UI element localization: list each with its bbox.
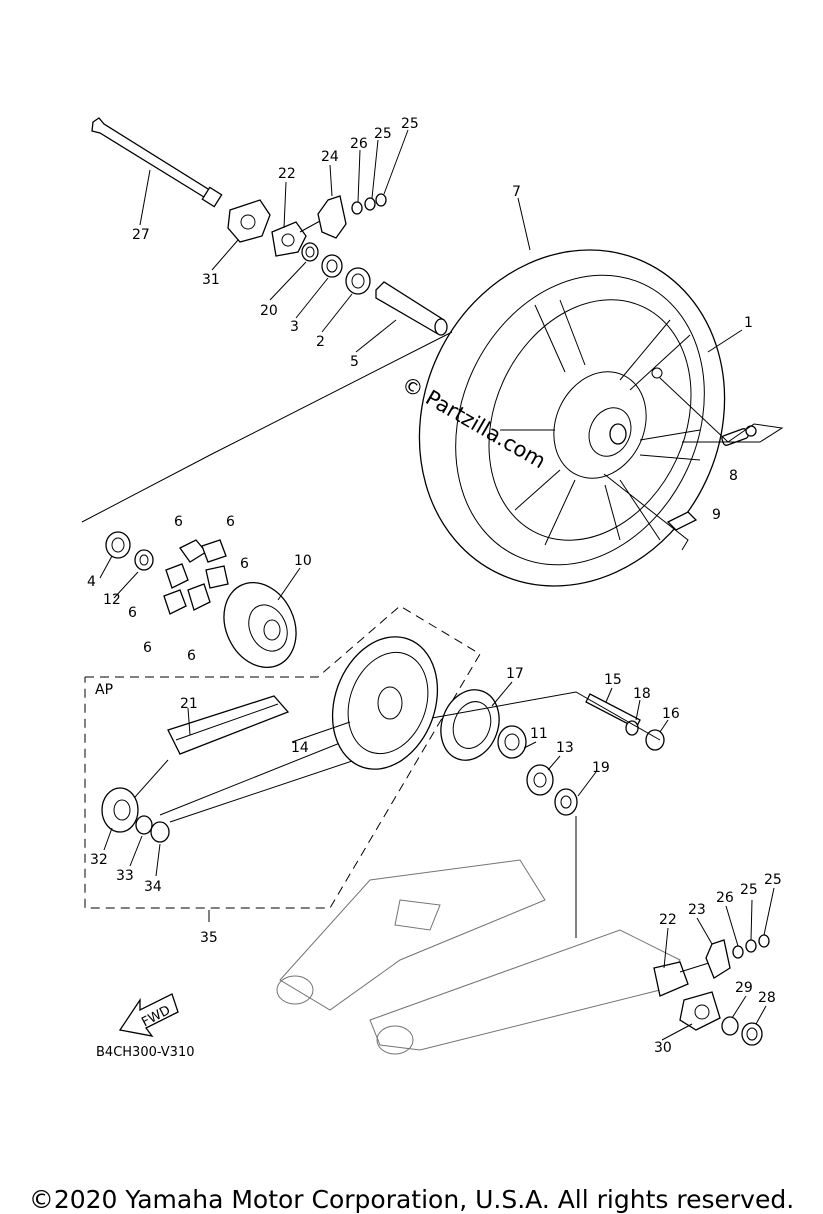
callout-16[interactable]: 16	[662, 706, 680, 722]
nut-25b[interactable]	[375, 193, 387, 207]
callout-6[interactable]: 6	[226, 514, 235, 530]
axle-spacer-5[interactable]	[375, 281, 448, 336]
rear-axle[interactable]	[91, 117, 223, 208]
axle-collar-22b[interactable]	[653, 961, 713, 997]
bearing-4[interactable]	[105, 531, 131, 559]
callout-28[interactable]: 28	[758, 990, 776, 1006]
bearing-2[interactable]	[345, 267, 371, 295]
callout-31[interactable]: 31	[202, 272, 220, 288]
callout-3[interactable]: 3	[290, 319, 299, 335]
washer-26[interactable]	[351, 201, 363, 215]
oil-seal-20[interactable]	[301, 242, 319, 262]
adjuster-block-30[interactable]	[679, 991, 721, 1031]
callout-14[interactable]: 14	[291, 740, 309, 756]
callout-20[interactable]: 20	[260, 303, 278, 319]
axle-nut-28[interactable]	[741, 1022, 763, 1046]
callout-13[interactable]: 13	[556, 740, 574, 756]
bearing-3[interactable]	[321, 254, 343, 278]
callout-5[interactable]: 5	[350, 354, 359, 370]
diagram-code: B4CH300-V310	[96, 1045, 195, 1060]
callout-32[interactable]: 32	[90, 852, 108, 868]
callout-9[interactable]: 9	[712, 507, 721, 523]
bearing-11[interactable]	[497, 725, 527, 759]
rear-sprocket-14[interactable]	[315, 622, 455, 784]
oil-seal-13[interactable]	[526, 764, 554, 796]
callout-10[interactable]: 10	[294, 553, 312, 569]
callout-4[interactable]: 4	[87, 574, 96, 590]
callout-26[interactable]: 26	[716, 890, 734, 906]
collar-12[interactable]	[134, 549, 154, 571]
damper-set-6[interactable]	[163, 539, 229, 615]
callout-29[interactable]: 29	[735, 980, 753, 996]
valve-8[interactable]	[721, 425, 757, 446]
callout-1[interactable]: 1	[744, 315, 753, 331]
callout-6[interactable]: 6	[143, 640, 152, 656]
drive-chain-21[interactable]	[109, 695, 386, 826]
hub-panel-outline	[81, 331, 453, 523]
axle-adjuster-left[interactable]	[227, 199, 271, 243]
gasket-17[interactable]	[431, 682, 508, 769]
nut-25c[interactable]	[745, 939, 757, 953]
callout-6[interactable]: 6	[128, 605, 137, 621]
drive-sprocket-32[interactable]	[101, 787, 139, 833]
washer-18[interactable]	[625, 720, 639, 736]
collar-19[interactable]	[554, 788, 578, 816]
callout-7[interactable]: 7	[512, 184, 521, 200]
callout-6[interactable]: 6	[240, 556, 249, 572]
callout-11[interactable]: 11	[530, 726, 548, 742]
fwd-arrow-icon: FWD	[118, 993, 179, 1037]
callout-21[interactable]: 21	[180, 696, 198, 712]
lock-washer-33[interactable]	[135, 815, 153, 835]
callout-18[interactable]: 18	[633, 686, 651, 702]
callout-27[interactable]: 27	[132, 227, 150, 243]
callout-30[interactable]: 30	[654, 1040, 672, 1056]
callout-25[interactable]: 25	[740, 882, 758, 898]
callout-25[interactable]: 25	[374, 126, 392, 142]
callout-6[interactable]: 6	[174, 514, 183, 530]
washer-26b[interactable]	[732, 945, 744, 959]
callout-25[interactable]: 25	[401, 116, 419, 132]
callout-22[interactable]: 22	[278, 166, 296, 182]
washer-29[interactable]	[721, 1016, 739, 1036]
callout-15[interactable]: 15	[604, 672, 622, 688]
callout-8[interactable]: 8	[729, 468, 738, 484]
balance-weight-9[interactable]	[666, 511, 698, 531]
callouts: 27 31 22 24 26 25 25 20 3 2 5 7 1 8 9 6 …	[87, 116, 782, 1056]
adjuster-plate-24[interactable]	[317, 195, 347, 239]
nut-25d[interactable]	[758, 934, 770, 948]
nut-34[interactable]	[150, 821, 170, 843]
stud-bolt-15[interactable]	[585, 693, 641, 729]
leader-lines	[99, 129, 775, 1041]
swingarm	[276, 859, 681, 1055]
callout-17[interactable]: 17	[506, 666, 524, 682]
adjuster-plate-23[interactable]	[705, 939, 731, 979]
callout-26[interactable]: 26	[350, 136, 368, 152]
ap-assembly-box	[84, 605, 481, 909]
callout-23[interactable]: 23	[688, 902, 706, 918]
rear-tire-7[interactable]	[365, 200, 779, 637]
callout-19[interactable]: 19	[592, 760, 610, 776]
callout-35[interactable]: 35	[200, 930, 218, 946]
cast-wheel-1[interactable]	[451, 267, 729, 574]
callout-33[interactable]: 33	[116, 868, 134, 884]
nut-25a[interactable]	[364, 197, 376, 211]
callout-24[interactable]: 24	[321, 149, 339, 165]
callout-25[interactable]: 25	[764, 872, 782, 888]
clutch-hub-10[interactable]	[211, 571, 310, 679]
callout-12[interactable]: 12	[103, 592, 121, 608]
callout-22[interactable]: 22	[659, 912, 677, 928]
callout-34[interactable]: 34	[144, 879, 162, 895]
callout-6[interactable]: 6	[187, 648, 196, 664]
callout-2[interactable]: 2	[316, 334, 325, 350]
ap-label: AP	[95, 682, 113, 698]
